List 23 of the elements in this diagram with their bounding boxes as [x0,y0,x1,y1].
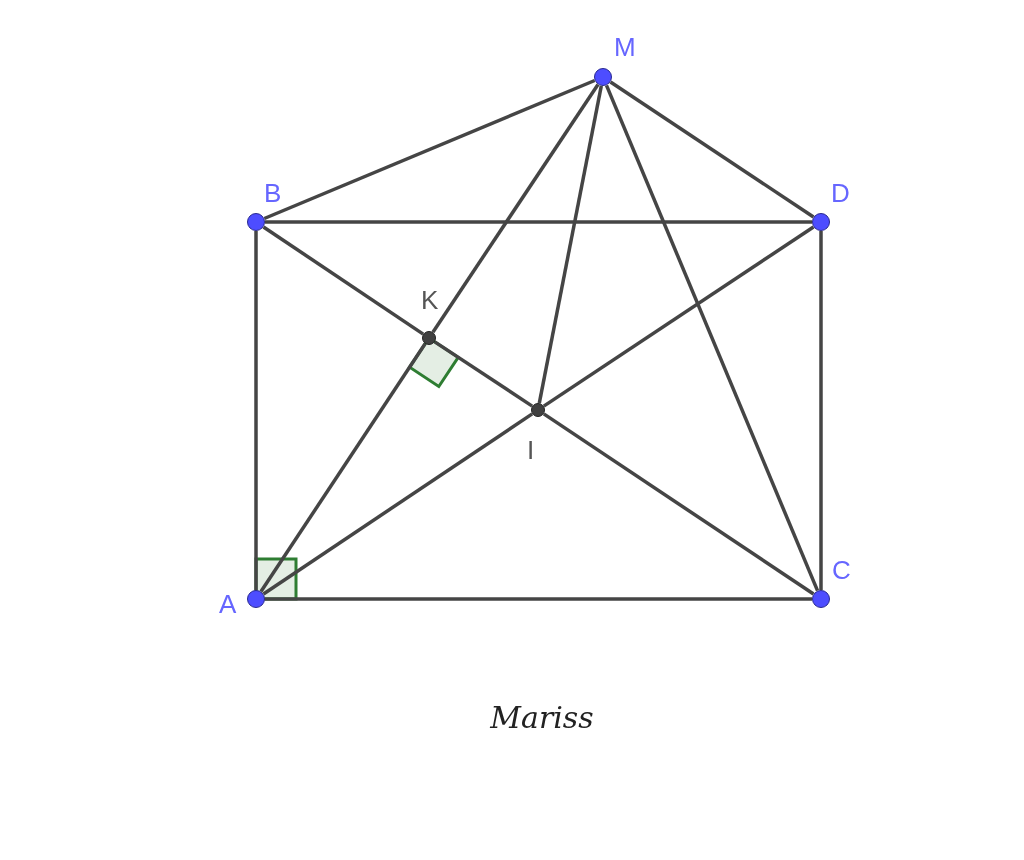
point-label: I [527,436,535,464]
line-segment [542,412,815,596]
line-segment [254,231,258,590]
point-label: D [831,179,850,207]
line-segment [609,80,815,219]
point-label: A [219,590,237,618]
line-segment [433,340,534,408]
line-segment [259,342,427,593]
point-label: M [614,33,636,61]
point-label: B [264,179,282,207]
line-segment [262,412,534,596]
line-segment [604,84,820,592]
line-segment [537,85,603,404]
line-segment [819,231,823,590]
line-segment [542,225,815,408]
point-label: K [421,286,439,314]
point-label: C [832,556,851,584]
line-segment [262,225,425,336]
caption: Mariss [490,700,594,735]
line-segment [431,83,600,334]
line-segment [263,78,596,221]
line-segment [265,220,812,224]
line-segment [265,597,812,601]
